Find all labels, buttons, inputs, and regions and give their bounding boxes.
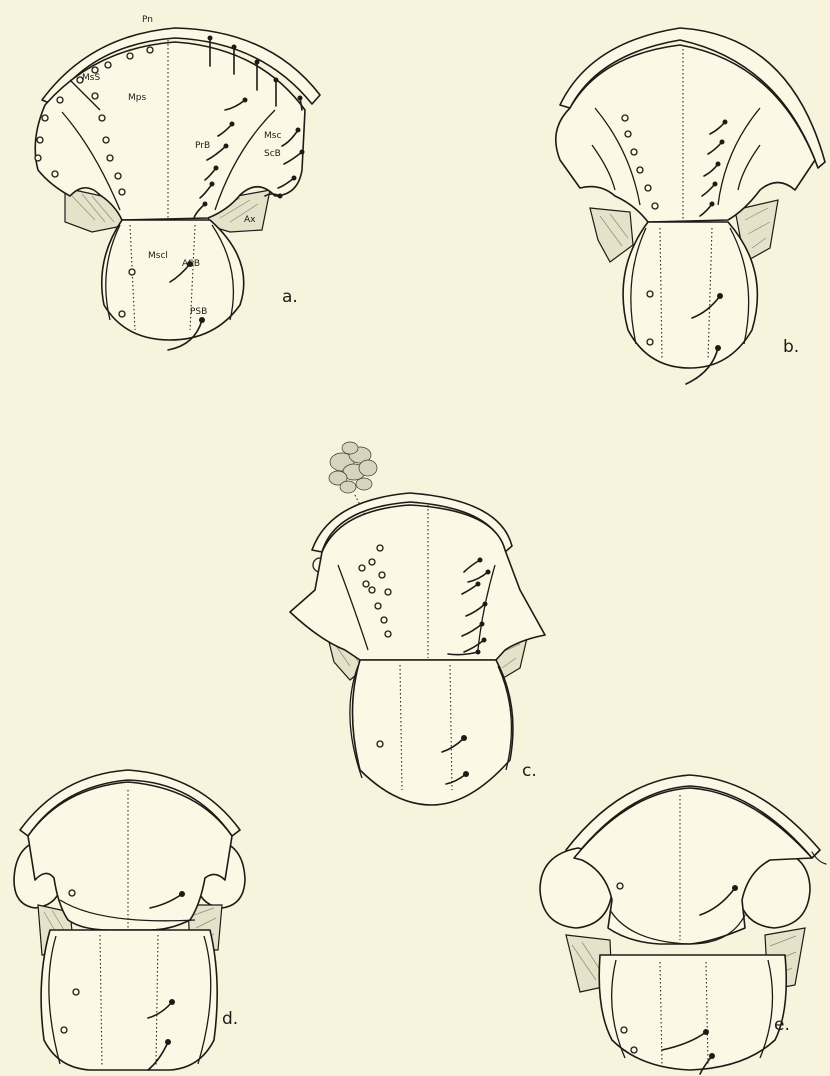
- panel-c: c.: [290, 442, 545, 805]
- panel-a: Pn MsS Mps PrB Msc ScB Ax Mscl ASB PSB a…: [35, 15, 320, 350]
- panel-b: b.: [556, 28, 825, 384]
- label-mscl: Mscl: [148, 251, 168, 261]
- label-pn: Pn: [142, 15, 153, 25]
- label-ax: Ax: [244, 215, 256, 225]
- panel-b-caption: b.: [783, 337, 799, 357]
- scale-detail: [329, 442, 377, 493]
- label-mss: MsS: [82, 73, 100, 83]
- panel-e-caption: e.: [774, 1015, 790, 1035]
- panel-e: e.: [540, 775, 826, 1074]
- label-psb: PSB: [190, 307, 207, 317]
- panel-c-caption: c.: [522, 761, 537, 781]
- label-asb: ASB: [182, 259, 200, 269]
- label-scb: ScB: [264, 149, 281, 159]
- label-prb: PrB: [195, 141, 210, 151]
- panel-d: d.: [14, 770, 245, 1070]
- label-msc: Msc: [264, 131, 281, 141]
- label-mps: Mps: [128, 93, 146, 103]
- panel-d-caption: d.: [222, 1009, 238, 1029]
- panel-a-caption: a.: [282, 287, 298, 307]
